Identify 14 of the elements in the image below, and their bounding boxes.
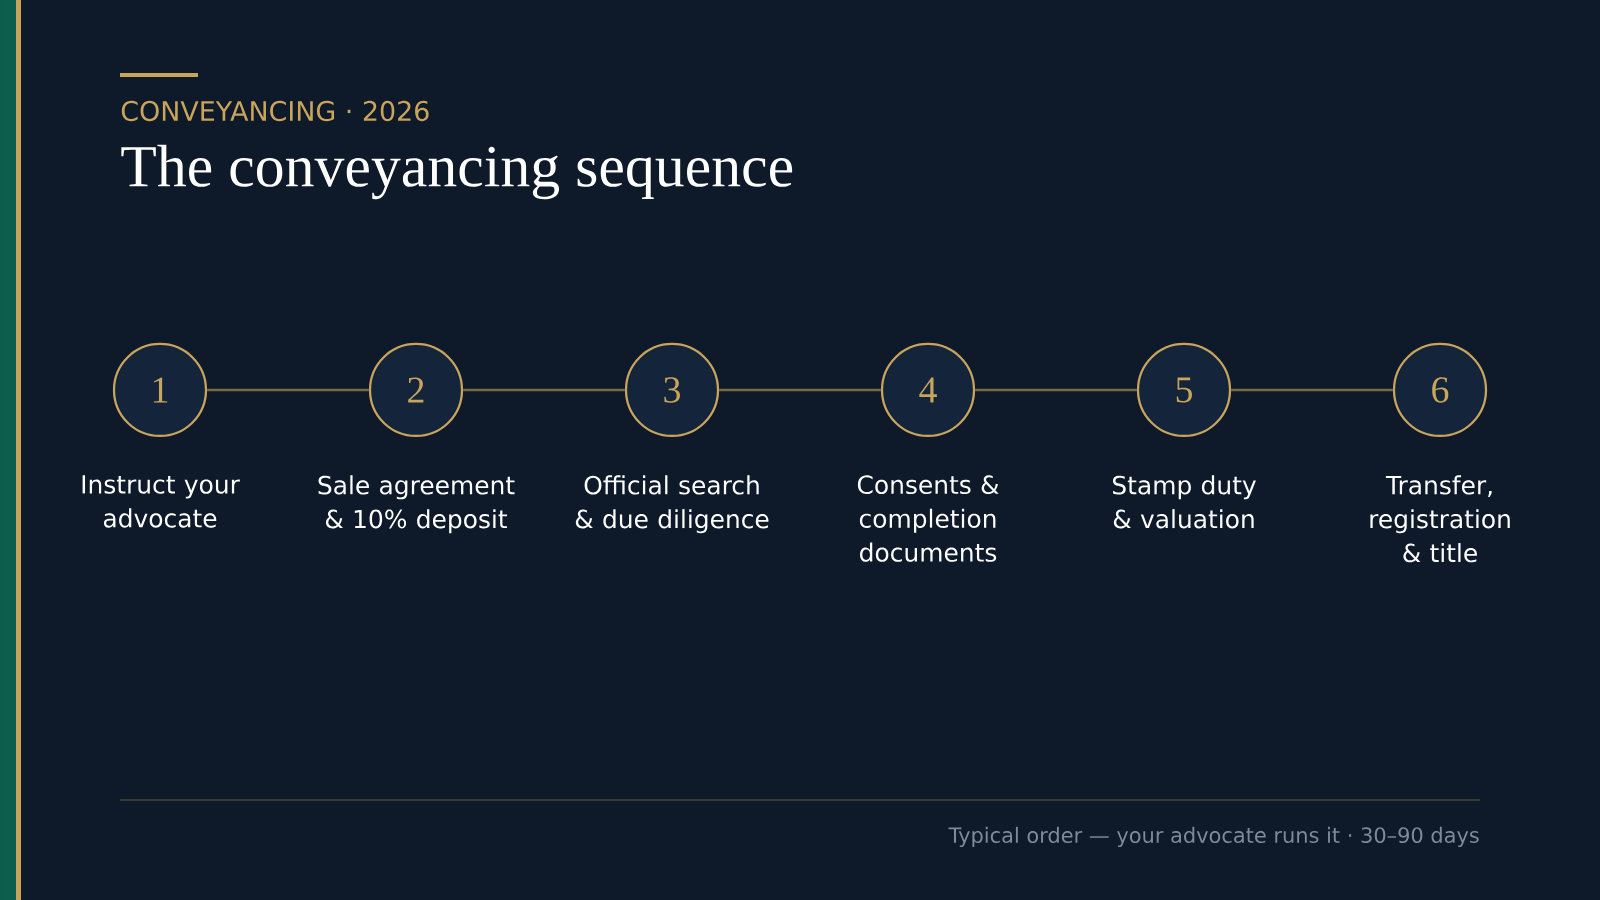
step-caption: Official search & due diligence xyxy=(575,475,769,534)
eyebrow-label: CONVEYANCING · 2026 xyxy=(121,100,429,122)
step-caption: Transfer, registration & title xyxy=(1370,475,1510,563)
connector-line xyxy=(975,388,1137,392)
connector-line xyxy=(719,388,881,392)
connector-line xyxy=(207,388,369,392)
footer-note: Typical order — your advocate runs it · 30–90 days xyxy=(948,826,1479,848)
title: The conveyancing sequence xyxy=(121,144,793,200)
step-caption: Consents & completion documents xyxy=(857,475,999,562)
step-caption: Sale agreement & 10% deposit xyxy=(318,475,515,534)
step-caption: Stamp duty & valuation xyxy=(1112,475,1256,529)
connector-line xyxy=(463,388,625,392)
connector-line xyxy=(1231,388,1393,392)
step-caption: Instruct your advocate xyxy=(82,475,240,528)
